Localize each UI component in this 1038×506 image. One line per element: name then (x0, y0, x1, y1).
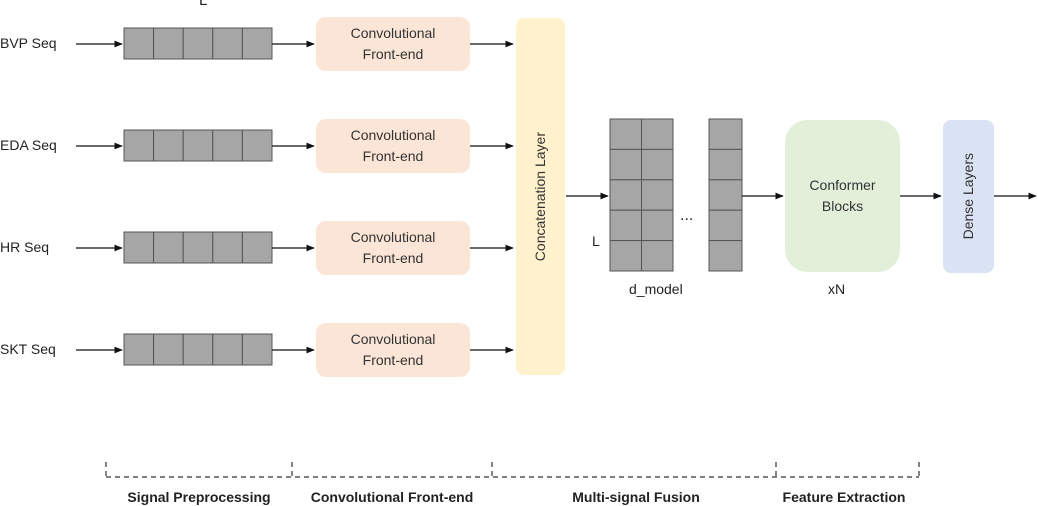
conv-frontend-line2: Front-end (362, 148, 424, 164)
stage-multi-signal-fusion: Multi-signal Fusion (572, 489, 700, 505)
arrows (76, 40, 1037, 354)
conformer-repeat-label: xN (828, 281, 846, 297)
skt-sequence-grid (123, 333, 273, 366)
input-label-eda: EDA Seq (0, 137, 57, 153)
d-model-label: d_model (629, 281, 683, 297)
conformer-line2: Blocks (821, 198, 864, 214)
conformer-line1: Conformer (809, 177, 876, 193)
fusion-length-label: L (592, 233, 600, 249)
conv-frontend-line1: Convolutional (350, 331, 436, 347)
conv-frontend-line2: Front-end (362, 250, 424, 266)
input-label-skt: SKT Seq (0, 341, 56, 357)
hr-sequence-grid (123, 231, 273, 264)
stage-bracket (105, 462, 920, 478)
stage-convolutional-frontend: Convolutional Front-end (310, 489, 474, 505)
bvp-sequence-grid (123, 27, 273, 60)
dense-layers: Dense Layers (943, 120, 994, 273)
stage-feature-extraction: Feature Extraction (782, 489, 906, 505)
concatenation-layer-label: Concatenation Layer (532, 131, 548, 262)
input-label-hr: HR Seq (0, 239, 50, 255)
fusion-matrix (609, 118, 674, 272)
input-label-bvp: BVP Seq (0, 35, 57, 51)
dense-layers-label: Dense Layers (960, 153, 976, 240)
stage-signal-preprocessing: Signal Preprocessing (127, 489, 271, 505)
conv-frontend-line1: Convolutional (350, 229, 436, 245)
sequence-length-label: L (199, 0, 208, 9)
conv-frontend-line2: Front-end (362, 46, 424, 62)
conv-frontend-line1: Convolutional (350, 127, 436, 143)
conv-frontend-line1: Convolutional (350, 25, 436, 41)
fusion-matrix-last-column (708, 118, 743, 272)
eda-sequence-grid (123, 129, 273, 162)
fusion-ellipsis: ... (680, 207, 694, 224)
conv-frontend-line2: Front-end (362, 352, 424, 368)
concatenation-layer: Concatenation Layer (516, 18, 565, 375)
